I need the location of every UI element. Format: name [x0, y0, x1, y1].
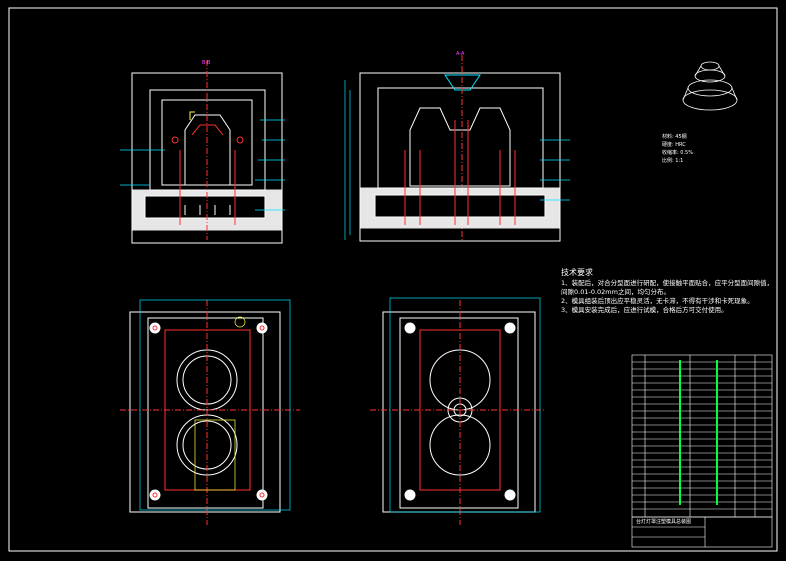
parts-list-table — [631, 354, 773, 518]
section-label-right: A-A — [456, 51, 465, 57]
section-label-left: B-B — [202, 60, 211, 66]
plan-view-right — [370, 297, 545, 525]
material-line: 材料: 45钢 — [662, 134, 687, 140]
scale-line: 比例: 1:1 — [662, 158, 684, 164]
tech-requirement-item: 2、模具组装后顶出应平稳灵活，无卡滞，不得有干涉和卡死现象。 — [561, 297, 754, 305]
tech-requirements-heading: 技术要求 — [561, 268, 593, 277]
drawing-title: 台灯灯罩注塑模具总装图 — [636, 519, 692, 525]
shrinkage-line: 收缩率: 0.5% — [662, 150, 693, 156]
tech-requirement-item: 3、模具安装完成后，应进行试模，合格后方可交付使用。 — [561, 306, 728, 314]
material-note: 材料: 45钢 硬度: HRC 收缩率: 0.5% 比例: 1:1 — [662, 133, 693, 165]
plan-view-left — [120, 299, 300, 525]
tech-requirements: 技术要求 1、装配后，对合分型面进行研配，使接触平面贴合，应平分型面间隙值，间隙… — [561, 268, 776, 315]
sheet-border — [8, 7, 778, 552]
part-isometric — [682, 61, 738, 111]
section-view-right — [344, 55, 570, 242]
section-view-left — [120, 60, 285, 244]
title-block — [631, 516, 773, 548]
hardness-line: 硬度: HRC — [662, 142, 686, 148]
tech-requirement-item: 1、装配后，对合分型面进行研配，使接触平面贴合，应平分型面间隙值，间隙0.01-… — [561, 279, 774, 296]
